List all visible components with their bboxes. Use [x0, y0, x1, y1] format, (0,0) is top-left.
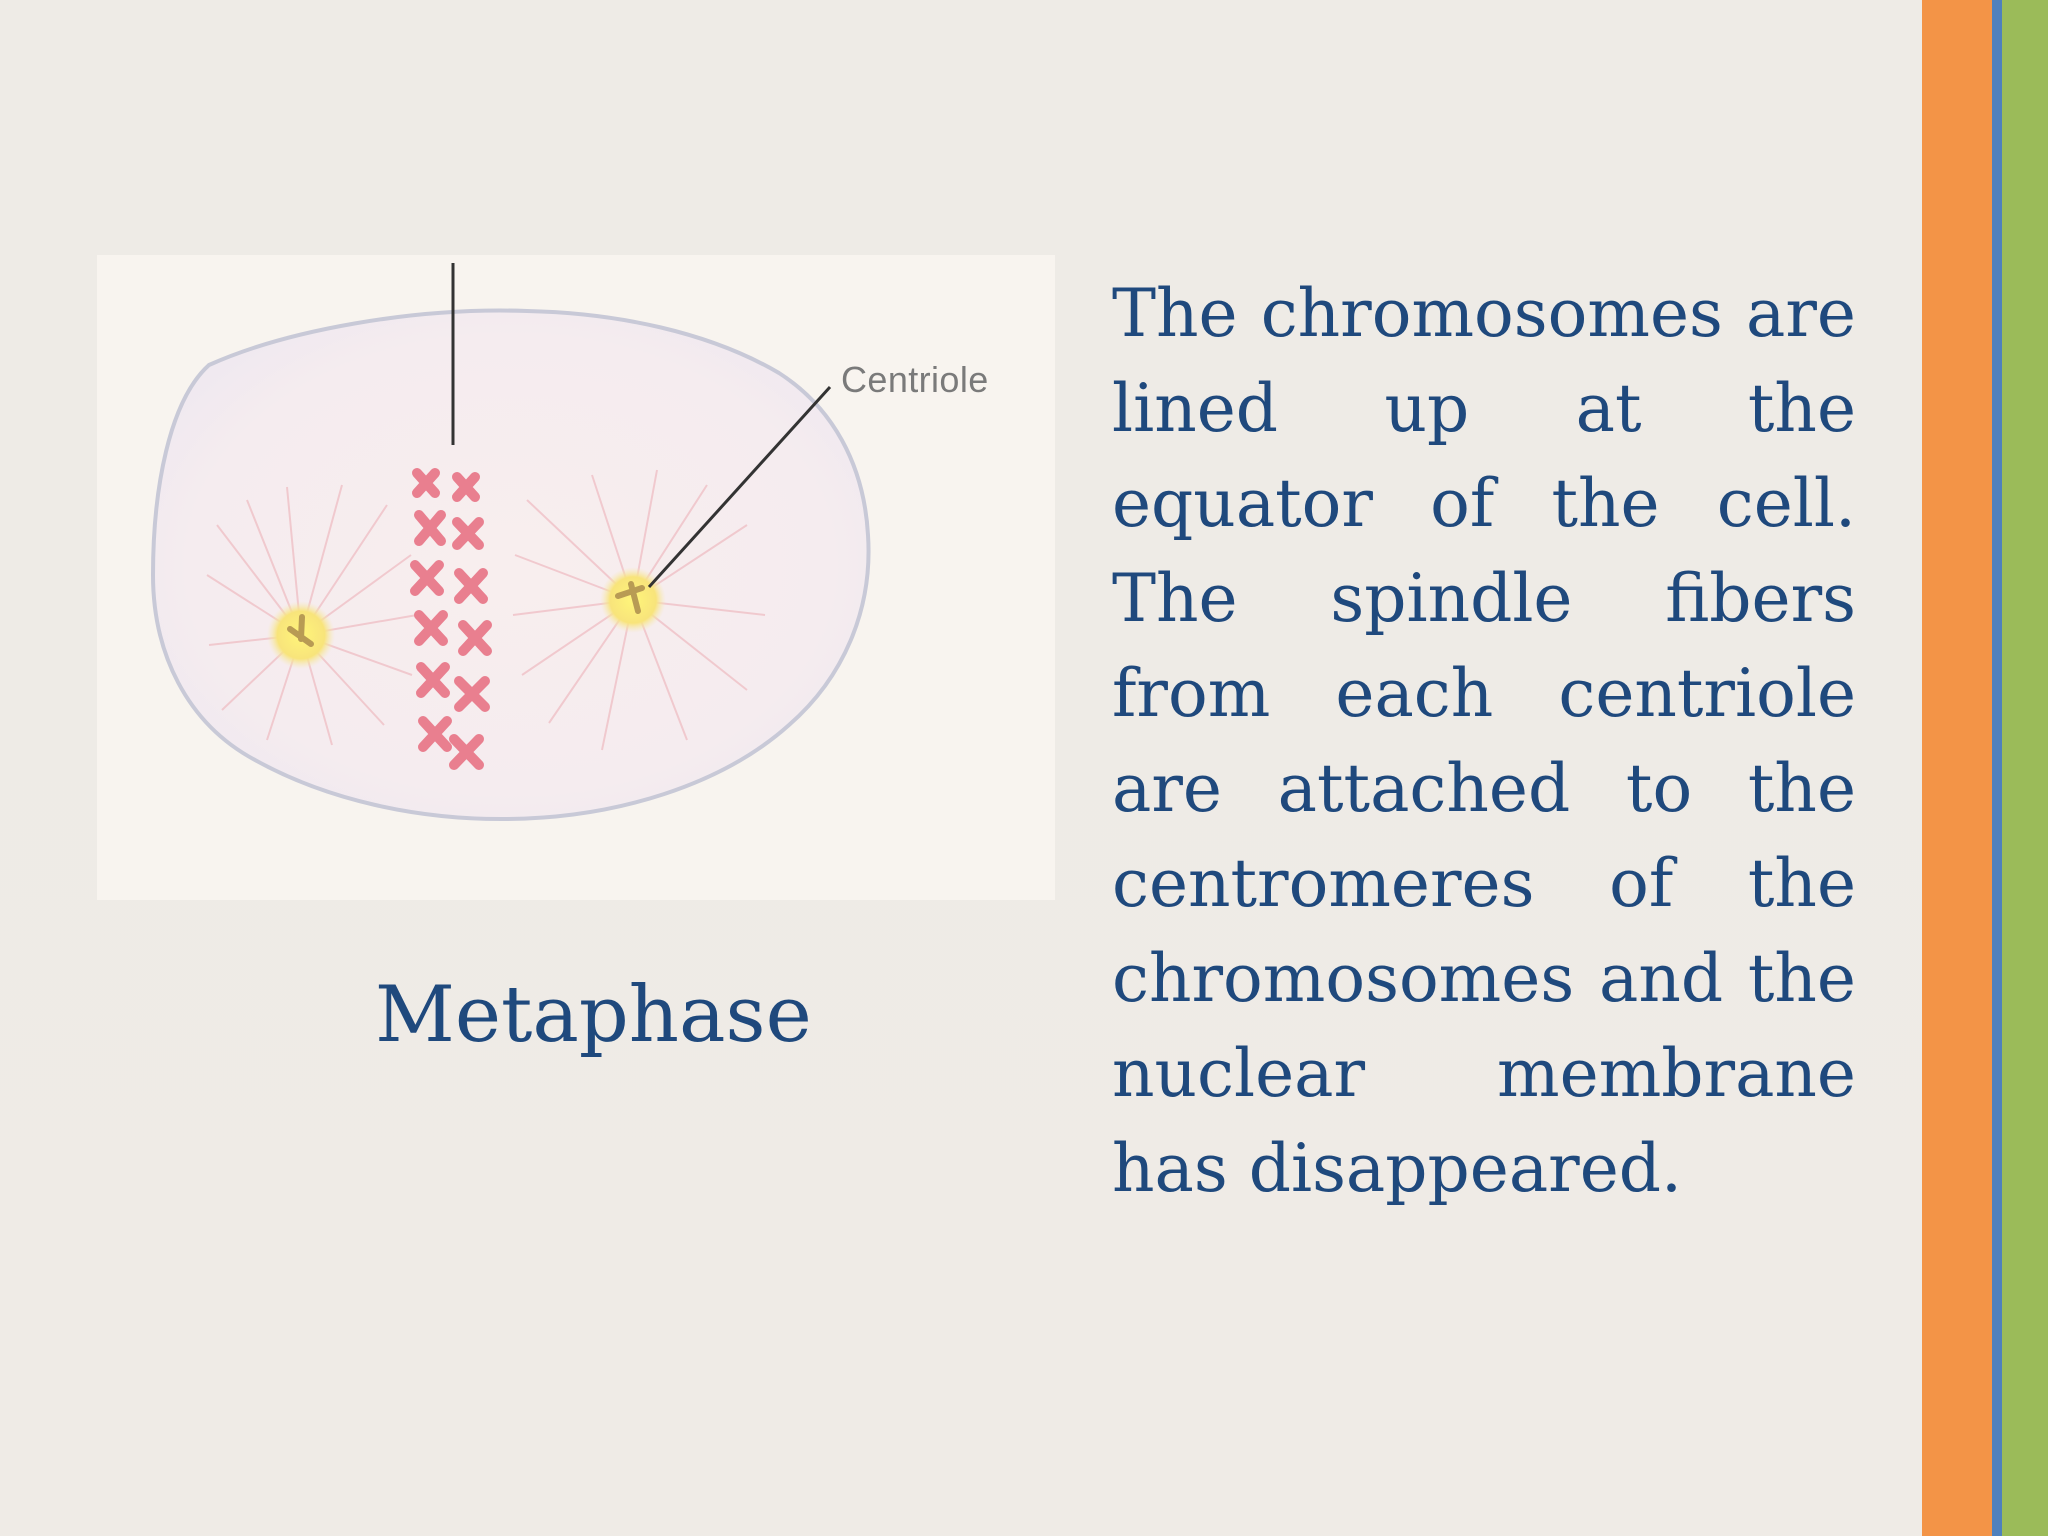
cell-outline: [150, 308, 871, 822]
accent-stripe-blue: [1992, 0, 2002, 1536]
centriole-pointer-line: [647, 385, 832, 589]
description-paragraph: The chromosomes are lined up at the equa…: [1112, 275, 1856, 1207]
right-centriole: [600, 567, 666, 633]
metaphase-diagram: Centriole: [97, 255, 1055, 900]
chromosome-plate: [410, 468, 492, 770]
diagram-caption: Metaphase: [375, 970, 812, 1060]
left-centriole: [267, 601, 335, 669]
accent-stripe-orange: [1922, 0, 1992, 1536]
centriole-label: Centriole: [841, 359, 989, 400]
accent-stripe-green: [2002, 0, 2048, 1536]
cell-illustration: [150, 263, 871, 822]
